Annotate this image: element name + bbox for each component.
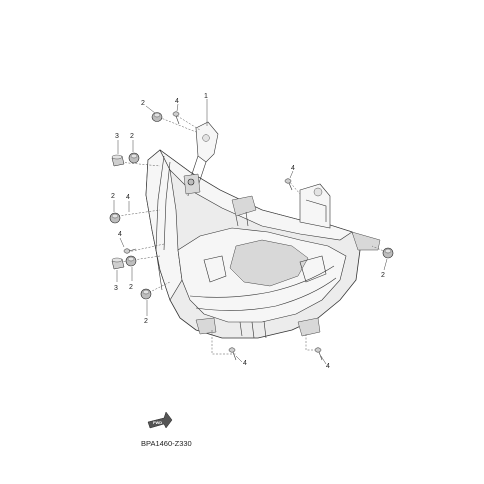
- leader-lines: [113, 99, 388, 365]
- screw-mid-right: [284, 178, 293, 191]
- screw-bottom-right: [314, 347, 323, 361]
- screw-top: [172, 111, 180, 125]
- fwd-label: FWD: [153, 420, 162, 425]
- callout-2-bottom: 2: [144, 318, 148, 325]
- grommet-top: [151, 112, 163, 122]
- grommet-left-upper: [128, 152, 140, 164]
- fwd-arrow-icon: FWD: [147, 411, 173, 429]
- housing-top-rim: [159, 149, 353, 241]
- bottom-lug-right: [297, 317, 321, 337]
- callout-1: 1: [204, 93, 208, 100]
- headlight-stay-bracket: [183, 121, 219, 197]
- callout-4-bottom-left: 4: [243, 360, 247, 367]
- grommet-right: [382, 247, 394, 259]
- callout-2-left-mid: 2: [111, 193, 115, 200]
- callout-2-top: 2: [141, 100, 145, 107]
- grommet-left-mid: [109, 212, 121, 224]
- callout-3-lower: 3: [114, 285, 118, 292]
- callout-4-bottom-right: 4: [326, 363, 330, 370]
- upper-right-boss: [299, 183, 331, 229]
- right-mount-bracket: [351, 231, 381, 251]
- part-code: BPA1460-Z330: [141, 439, 192, 448]
- lamp-recess: [229, 239, 309, 287]
- collar-upper: [111, 154, 125, 167]
- collars: [111, 154, 125, 270]
- callout-2-left-lower: 2: [129, 284, 133, 291]
- headlight-assembly: [145, 149, 381, 339]
- callout-2-left-upper: 2: [130, 133, 134, 140]
- callout-labels: 1 2 4 3 2 4 2 4 4 2 3 2 2 4 4: [111, 93, 385, 370]
- screws: [123, 111, 323, 361]
- callout-2-right: 2: [381, 272, 385, 279]
- screw-left: [123, 248, 137, 254]
- callout-4-left-lower: 4: [118, 231, 122, 238]
- screw-bottom-left: [228, 347, 237, 361]
- wiring-connector: [231, 195, 257, 217]
- callout-4-mid-right: 4: [291, 165, 295, 172]
- collar-lower: [111, 257, 125, 270]
- callout-4-top: 4: [175, 98, 179, 105]
- callout-4-left: 4: [126, 194, 130, 201]
- grommet-left-lower: [125, 255, 137, 267]
- callout-3-upper: 3: [115, 133, 119, 140]
- grommets: [109, 112, 394, 300]
- grommet-bottom-left: [140, 288, 152, 300]
- bottom-lug-left: [195, 317, 217, 335]
